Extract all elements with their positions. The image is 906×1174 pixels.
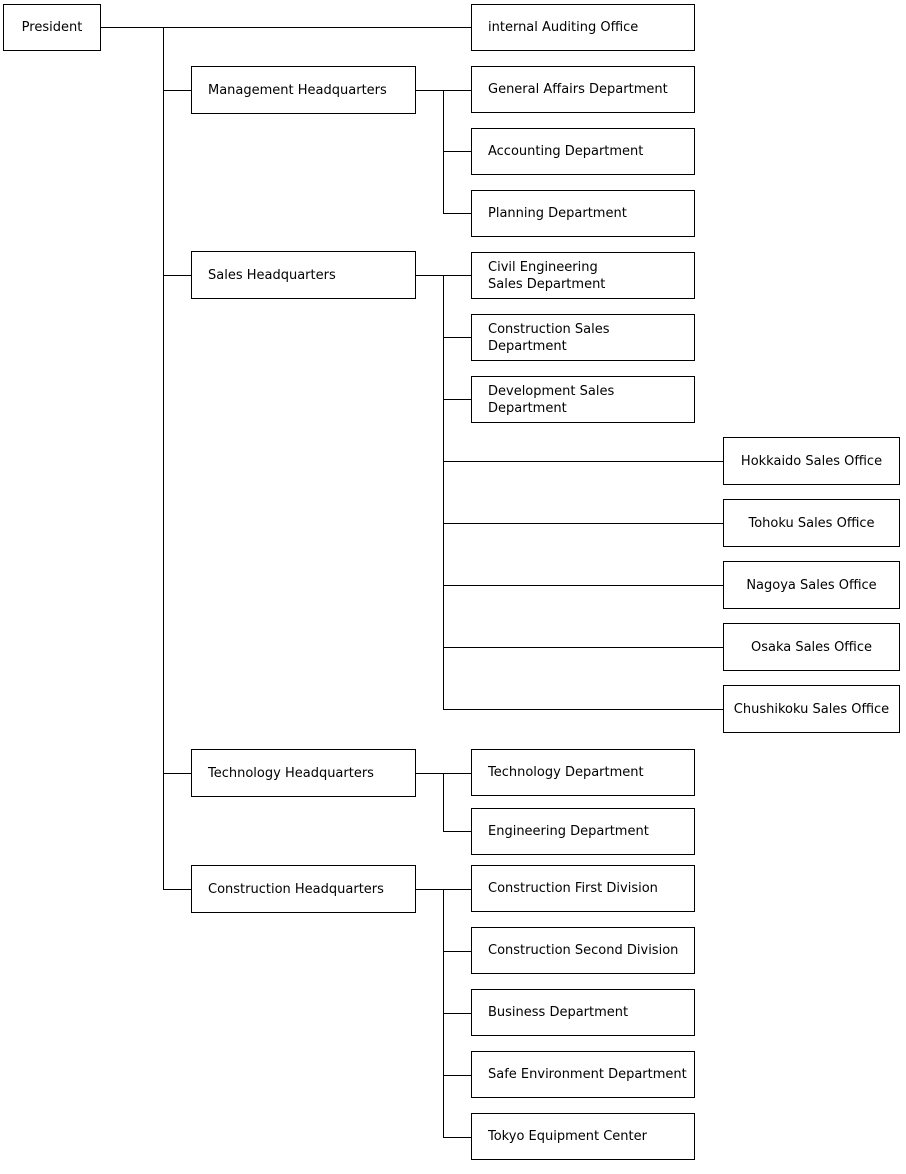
connector-line (443, 831, 471, 832)
connector-line (443, 709, 723, 710)
connector-line (163, 889, 191, 890)
connector-line (443, 399, 471, 400)
node-accounting-department: Accounting Department (471, 128, 695, 175)
node-management-headquarters: Management Headquarters (191, 66, 416, 114)
node-hokkaido-sales-office: Hokkaido Sales Office (723, 437, 900, 485)
node-technology-department: Technology Department (471, 749, 695, 796)
node-technology-headquarters: Technology Headquarters (191, 749, 416, 797)
connector-line (443, 151, 471, 152)
node-chushikoku-sales-office: Chushikoku Sales Office (723, 685, 900, 733)
node-engineering-department: Engineering Department (471, 808, 695, 855)
node-construction-second-division: Construction Second Division (471, 927, 695, 974)
connector-line (443, 951, 471, 952)
connector-line (443, 523, 723, 524)
node-construction-first-division: Construction First Division (471, 865, 695, 912)
node-nagoya-sales-office: Nagoya Sales Office (723, 561, 900, 609)
connector-line (443, 275, 444, 709)
connector-line (163, 773, 191, 774)
node-president: President (3, 4, 101, 51)
node-civil-engineering-sales-department: Civil Engineering Sales Department (471, 252, 695, 299)
connector-line (443, 1013, 471, 1014)
node-internal-auditing-office: internal Auditing Office (471, 4, 695, 51)
node-planning-department: Planning Department (471, 190, 695, 237)
node-development-sales-department: Development Sales Department (471, 376, 695, 423)
connector-line (443, 337, 471, 338)
connector-line (163, 90, 191, 91)
connector-line (443, 585, 723, 586)
node-sales-headquarters: Sales Headquarters (191, 251, 416, 299)
connector-line (163, 27, 164, 889)
node-tohoku-sales-office: Tohoku Sales Office (723, 499, 900, 547)
connector-line (163, 275, 191, 276)
node-general-affairs-department: General Affairs Department (471, 66, 695, 113)
node-safe-environment-department: Safe Environment Department (471, 1051, 695, 1098)
connector-line (443, 213, 471, 214)
node-tokyo-equipment-center: Tokyo Equipment Center (471, 1113, 695, 1160)
connector-line (443, 1075, 471, 1076)
node-construction-sales-department: Construction Sales Department (471, 314, 695, 361)
connector-line (443, 773, 444, 831)
node-business-department: Business Department (471, 989, 695, 1036)
connector-line (443, 647, 723, 648)
node-osaka-sales-office: Osaka Sales Office (723, 623, 900, 671)
connector-line (101, 27, 471, 28)
node-construction-headquarters: Construction Headquarters (191, 865, 416, 913)
connector-line (443, 1137, 471, 1138)
connector-line (443, 461, 723, 462)
